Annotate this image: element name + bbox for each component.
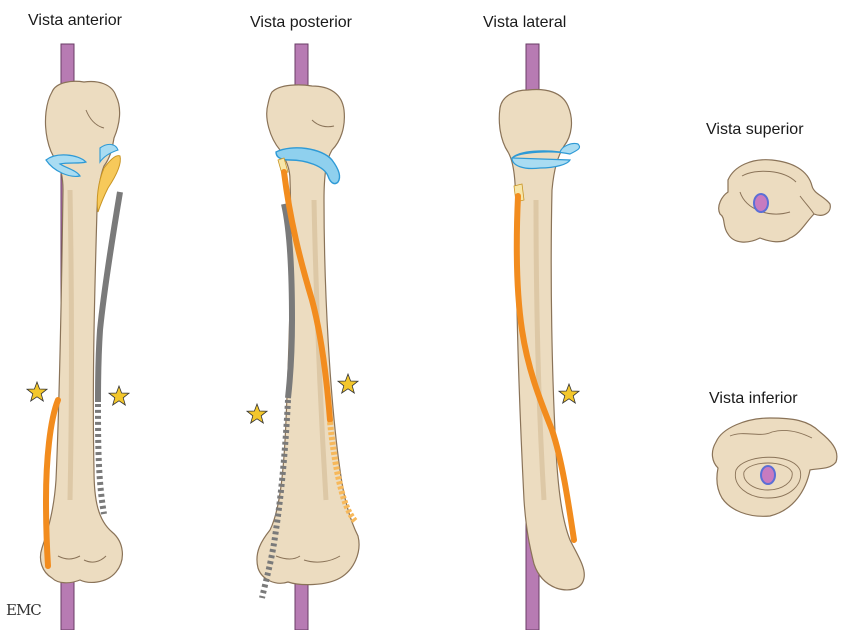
star-posterior-left	[247, 404, 267, 423]
superior-view	[719, 160, 831, 242]
emc-logo: EMC	[6, 601, 41, 619]
anterior-view	[27, 44, 129, 630]
posterior-view	[247, 44, 359, 630]
bone-shading-anterior	[70, 190, 72, 500]
label-anterior: Vista anterior	[28, 12, 122, 30]
gray-structure-anterior	[98, 192, 120, 402]
bone-inferior	[712, 418, 837, 516]
canal-superior	[754, 194, 768, 212]
star-anterior-right	[109, 386, 129, 405]
label-lateral: Vista lateral	[483, 14, 566, 32]
lateral-view	[499, 44, 584, 630]
star-posterior-right	[338, 374, 358, 393]
label-posterior: Vista posterior	[250, 14, 352, 32]
gray-structure-posterior	[284, 204, 292, 398]
star-anterior-left	[27, 382, 47, 401]
inferior-view	[712, 418, 837, 516]
label-inferior: Vista inferior	[709, 390, 798, 408]
star-lateral	[559, 384, 579, 403]
canal-inferior	[761, 466, 775, 484]
gray-structure-anterior-dashed	[98, 404, 104, 514]
label-superior: Vista superior	[706, 121, 804, 139]
